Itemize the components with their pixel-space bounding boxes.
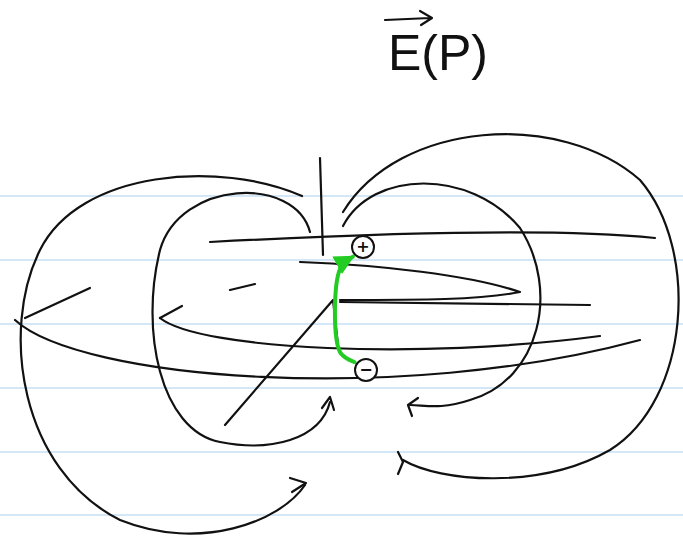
dipole-arrow bbox=[335, 257, 355, 362]
ring-line bbox=[160, 318, 600, 349]
field-line bbox=[320, 158, 323, 255]
ruled-line bbox=[0, 387, 683, 388]
field-line bbox=[153, 193, 331, 445]
ring-line bbox=[300, 262, 520, 300]
ruled-lines bbox=[0, 196, 683, 515]
ring-dash bbox=[230, 284, 255, 290]
ring-line bbox=[15, 320, 640, 378]
ruled-line bbox=[0, 259, 683, 260]
ring-line bbox=[210, 232, 655, 242]
field-line bbox=[343, 134, 679, 478]
charge-sign: − bbox=[359, 362, 372, 378]
ruled-line bbox=[0, 451, 683, 452]
arrowhead bbox=[290, 478, 306, 492]
charge-circle: − bbox=[354, 358, 378, 382]
ring-dash bbox=[160, 306, 182, 318]
arrowhead bbox=[322, 397, 334, 410]
field-lines bbox=[15, 11, 679, 534]
field-line bbox=[21, 176, 305, 533]
ring-dash bbox=[25, 288, 90, 318]
charge-sign: + bbox=[356, 239, 369, 255]
ruled-line bbox=[0, 514, 683, 515]
arrowhead bbox=[408, 398, 418, 416]
charge-circle: + bbox=[351, 235, 375, 259]
field-line bbox=[225, 300, 338, 425]
ruled-line bbox=[0, 323, 683, 324]
field-label: E(P) bbox=[388, 28, 488, 78]
arrowhead bbox=[398, 452, 403, 474]
vector-arrow bbox=[385, 11, 432, 25]
ring-line bbox=[340, 302, 590, 305]
